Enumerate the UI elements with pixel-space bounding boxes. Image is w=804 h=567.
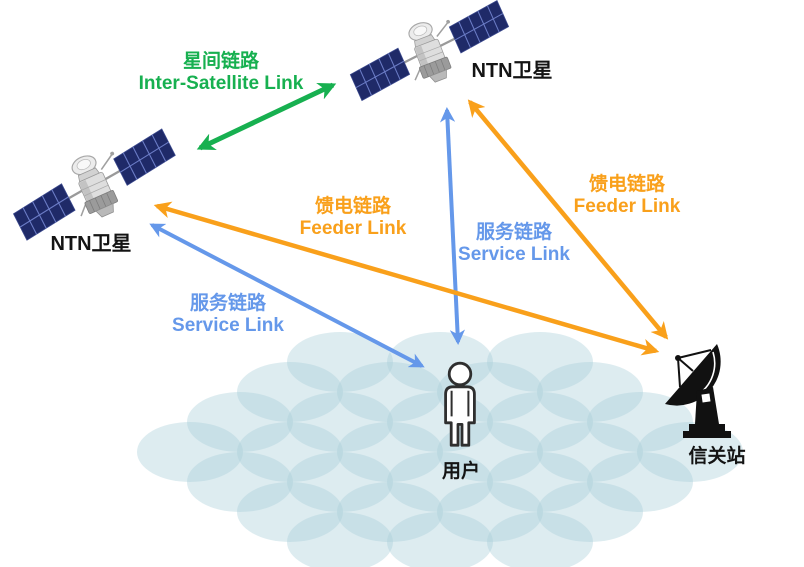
coverage-cell	[337, 362, 443, 422]
gateway-label: 信关站	[688, 446, 746, 467]
inter-satellite-link-label: 星间链路 Inter-Satellite Link	[139, 51, 304, 95]
coverage-cells-pattern	[137, 332, 743, 567]
coverage-cell	[237, 482, 343, 542]
coverage-cell	[287, 512, 393, 567]
service-link-top-label-en: Service Link	[458, 244, 570, 266]
coverage-cell	[237, 422, 343, 482]
coverage-cell	[487, 452, 593, 512]
feeder-link-top-label: 馈电链路 Feeder Link	[574, 174, 681, 218]
feeder-link-top-label-zh: 馈电链路	[588, 174, 665, 195]
person-icon	[444, 361, 476, 447]
service-link-left-label-en: Service Link	[172, 315, 284, 337]
inter-satellite-link-arrow	[196, 82, 337, 151]
feeder-link-left-label-zh: 馈电链路	[314, 196, 391, 217]
service-link-top-label: 服务链路 Service Link	[458, 222, 570, 266]
user-label: 用户	[441, 461, 481, 482]
coverage-cell	[287, 392, 393, 452]
dish-antenna-icon	[665, 344, 731, 438]
feeder-link-left-label-en: Feeder Link	[299, 218, 407, 240]
coverage-cell	[587, 392, 693, 452]
service-link-left-label: 服务链路 Service Link	[172, 293, 284, 337]
coverage-cell	[587, 452, 693, 512]
coverage-cell	[237, 362, 343, 422]
service-link-top-arrow	[439, 106, 466, 346]
service-link-top-label-zh: 服务链路	[475, 222, 553, 243]
coverage-cell	[287, 452, 393, 512]
coverage-cell	[137, 422, 243, 482]
coverage-cell	[437, 482, 543, 542]
service-link-left-label-zh: 服务链路	[189, 293, 267, 314]
coverage-cell	[487, 392, 593, 452]
feeder-link-top-arrow	[467, 99, 669, 340]
coverage-cell	[537, 422, 643, 482]
satellite-left-label: NTN卫星	[50, 233, 132, 255]
coverage-cell	[537, 362, 643, 422]
coverage-cell	[487, 512, 593, 567]
coverage-cell	[337, 422, 443, 482]
inter-satellite-link-label-zh: 星间链路	[182, 51, 260, 72]
feeder-link-left-label: 馈电链路 Feeder Link	[300, 196, 407, 240]
inter-satellite-link-label-en: Inter-Satellite Link	[138, 73, 304, 95]
coverage-cell	[387, 452, 493, 512]
coverage-cell	[537, 482, 643, 542]
coverage-cell	[187, 392, 293, 452]
coverage-cell	[337, 482, 443, 542]
feeder-link-top-label-en: Feeder Link	[573, 196, 681, 218]
coverage-cell	[187, 452, 293, 512]
satellite-top-label: NTN卫星	[471, 60, 553, 82]
coverage-cell	[387, 512, 493, 567]
